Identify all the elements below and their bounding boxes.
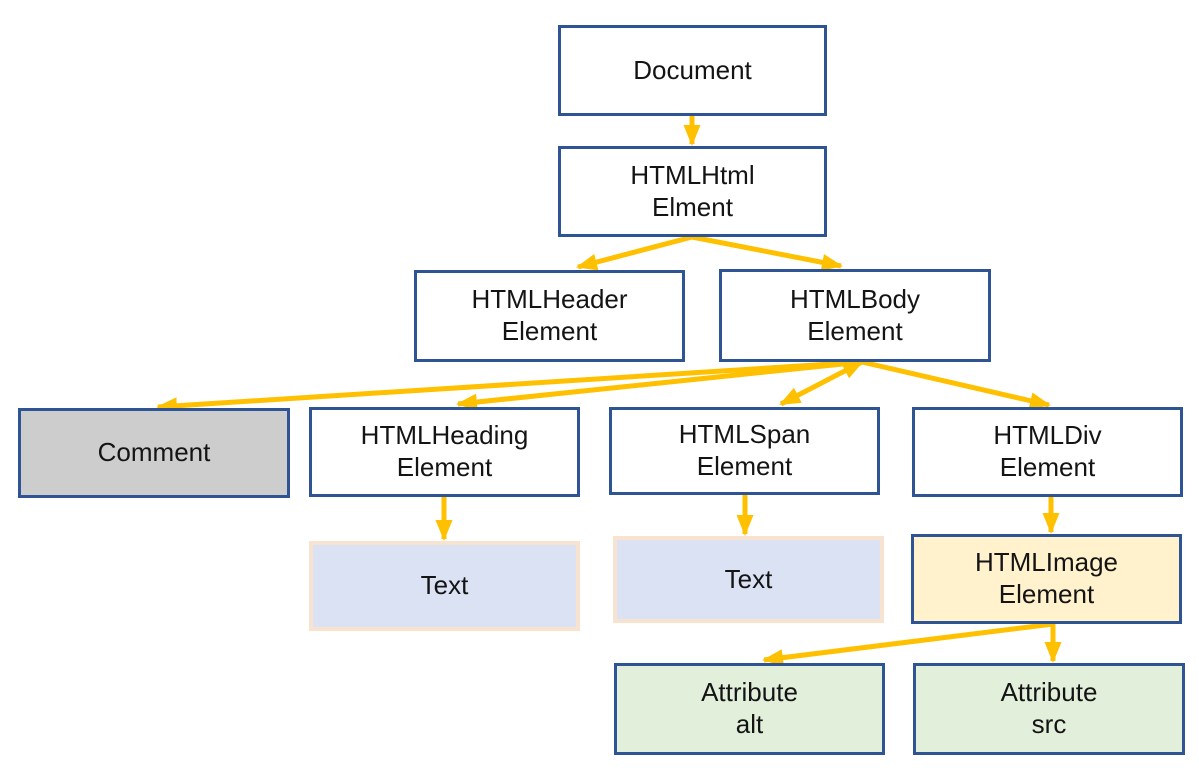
edge-htmlbody-htmlheading xyxy=(456,359,863,411)
node-htmldiv-element: HTMLDiv Element xyxy=(912,407,1183,497)
node-htmlheading-element: HTMLHeading Element xyxy=(309,407,580,497)
node-text-under-span: Text xyxy=(613,536,884,623)
node-comment: Comment xyxy=(18,408,290,498)
node-attribute-alt: Attribute alt xyxy=(614,663,885,755)
node-htmlspan-element: HTMLSpan Element xyxy=(609,407,880,495)
node-attribute-src: Attribute src xyxy=(913,663,1185,755)
edge-htmlhtml-htmlbody xyxy=(691,234,843,271)
node-document: Document xyxy=(558,25,827,116)
edge-htmlbody-htmldiv xyxy=(861,359,1051,410)
node-htmlheader-element: HTMLHeader Element xyxy=(414,270,685,362)
node-htmlbody-element: HTMLBody Element xyxy=(719,269,991,362)
node-htmlimage-element: HTMLImage Element xyxy=(911,534,1182,624)
node-htmlhtml-element: HTMLHtml Elment xyxy=(558,146,827,237)
edge-htmlbody-comment xyxy=(156,359,863,415)
edge-htmlimage-attr-alt xyxy=(762,621,1054,667)
edge-htmlhtml-htmlheader xyxy=(576,234,693,271)
node-text-under-heading: Text xyxy=(309,541,580,631)
edge-htmlbody-htmlspan xyxy=(779,359,864,407)
